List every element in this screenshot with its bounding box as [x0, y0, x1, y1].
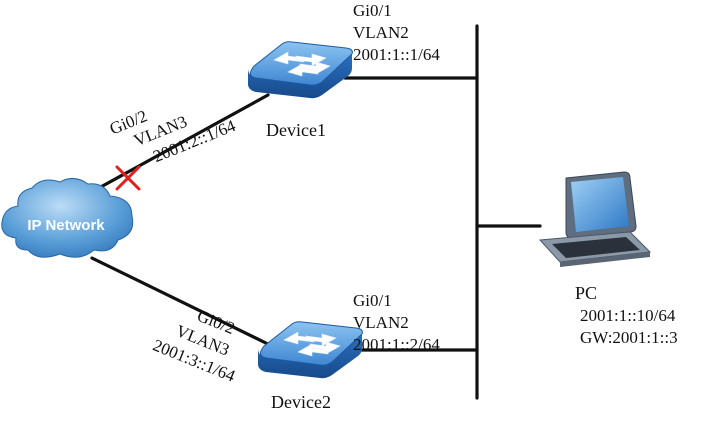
- link-fault-icon: [115, 165, 141, 191]
- device2-gi01-iface: Gi0/1: [353, 291, 392, 310]
- device1-gi01-iface: Gi0/1: [353, 1, 392, 20]
- laptop-icon: [538, 171, 652, 267]
- device2-gi01-ip: 2001:1::2/64: [353, 335, 440, 354]
- device2-name: Device2: [271, 392, 331, 412]
- device2-switch: [257, 321, 363, 379]
- cloud-label: IP Network: [27, 217, 105, 234]
- pc-gateway: GW:2001:1::3: [580, 328, 678, 347]
- pc-ip: 2001:1::10/64: [580, 306, 676, 325]
- cloud-icon: [1, 178, 134, 258]
- device1-switch: [247, 41, 353, 99]
- ip-network-cloud: IP Network: [1, 178, 134, 258]
- switch-icon: [257, 321, 363, 379]
- link-cloud-device1: [86, 93, 270, 196]
- link-cloud-device2: [90, 256, 272, 347]
- device1-gi01-vlan: VLAN2: [353, 23, 409, 42]
- device1-name: Device1: [266, 120, 326, 140]
- switch-icon: [247, 41, 353, 99]
- device1-gi01-ip: 2001:1::1/64: [353, 45, 440, 64]
- pc-name: PC: [575, 283, 597, 303]
- device2-gi01-vlan: VLAN2: [353, 313, 409, 332]
- pc-laptop: PC 2001:1::10/64 GW:2001:1::3: [538, 171, 678, 347]
